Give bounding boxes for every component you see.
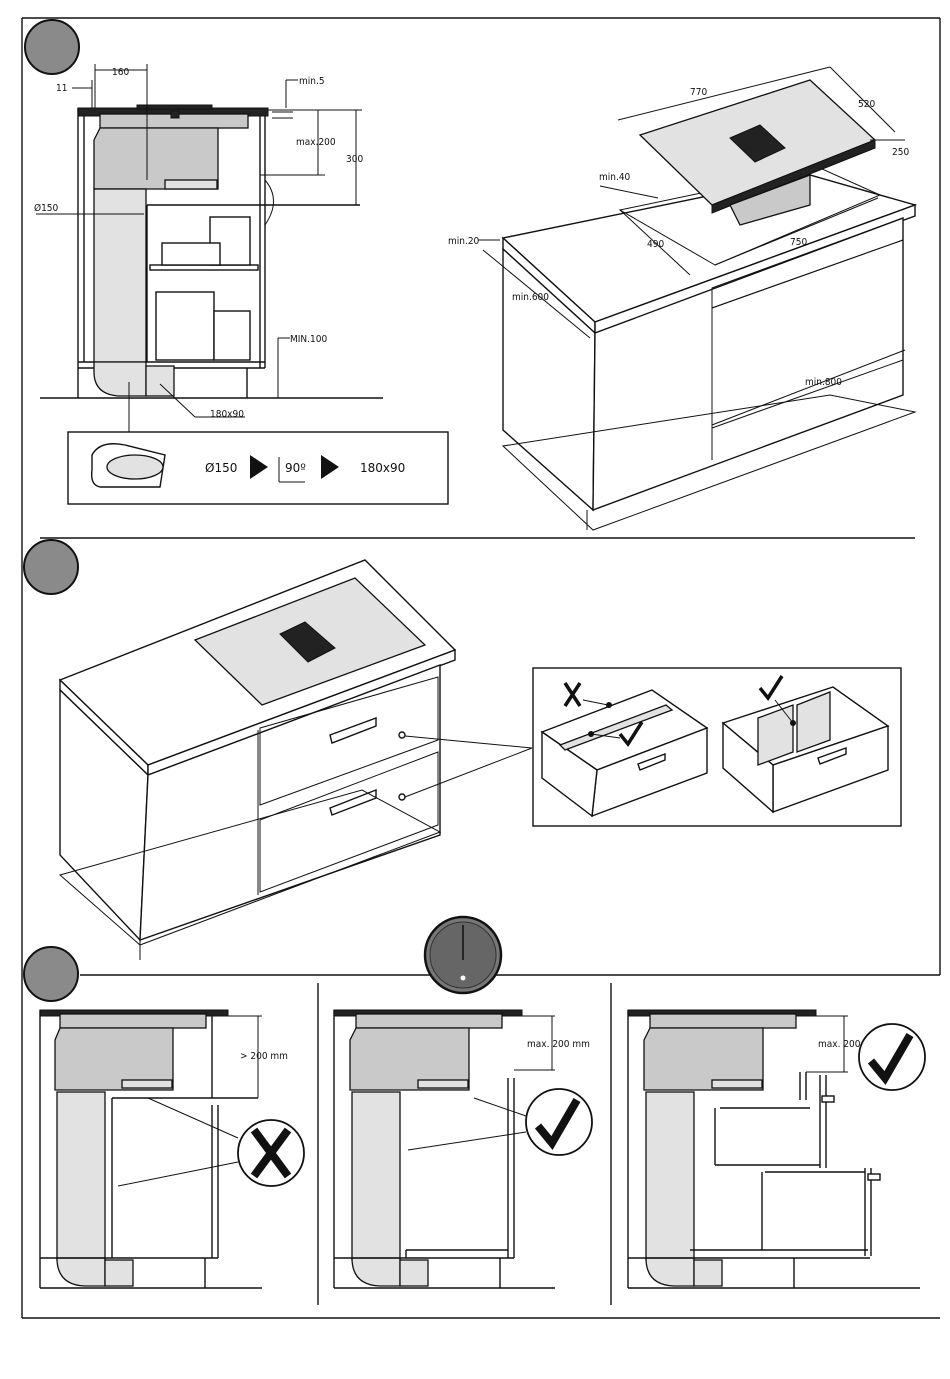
- dim-770: 770: [690, 87, 707, 98]
- dim-160: 160: [112, 67, 129, 78]
- panel-b: max. 200 mm: [334, 1010, 592, 1288]
- wrong-icon: [565, 683, 580, 706]
- dim-min40: min.40: [599, 172, 631, 183]
- dim-490: 490: [647, 239, 664, 250]
- dim-min5: min.5: [299, 76, 325, 87]
- panel-a-dim: > 200 mm: [240, 1051, 288, 1062]
- adapter-box: Ø150 90º 180x90: [68, 432, 448, 504]
- clock-icon: [425, 917, 501, 993]
- dim-max200: max.200: [296, 137, 336, 148]
- arrow-right-icon: [250, 455, 268, 479]
- step-3-marker: [24, 947, 78, 1001]
- dim-11: 11: [56, 83, 67, 94]
- adapter-angle: 90º: [285, 461, 306, 475]
- arrow-right-icon: [321, 455, 339, 479]
- cabinet-with-drawers: [60, 560, 532, 960]
- dim-duct: 180x90: [210, 409, 244, 420]
- check-icon: [760, 676, 782, 698]
- adapter-from: Ø150: [205, 461, 237, 475]
- dim-750: 750: [790, 237, 807, 248]
- dim-250: 250: [892, 147, 909, 158]
- dim-300: 300: [346, 154, 363, 165]
- side-view: 160 11 min.5 max.200 300 Ø150 MIN.100 18…: [34, 64, 383, 432]
- adapter-to: 180x90: [360, 461, 405, 475]
- duct-150: [94, 189, 146, 362]
- dim-d150: Ø150: [34, 202, 59, 214]
- drawer-detail-box: [533, 668, 901, 826]
- panel-c: max. 200 mm: [628, 1010, 925, 1288]
- dim-min100: MIN.100: [290, 334, 327, 345]
- step-2-marker: [24, 540, 78, 594]
- dim-520: 520: [858, 99, 875, 110]
- panel-a: > 200 mm: [40, 1010, 304, 1288]
- dim-min800: min.800: [805, 377, 842, 388]
- step-1-marker: [25, 20, 79, 74]
- dim-min600: min.600: [512, 292, 549, 303]
- panel-b-dim: max. 200 mm: [527, 1039, 590, 1050]
- dim-min20: min.20: [448, 236, 480, 247]
- iso-view: 770 520 250 min.40 490 750 min.20 min.60…: [448, 67, 915, 530]
